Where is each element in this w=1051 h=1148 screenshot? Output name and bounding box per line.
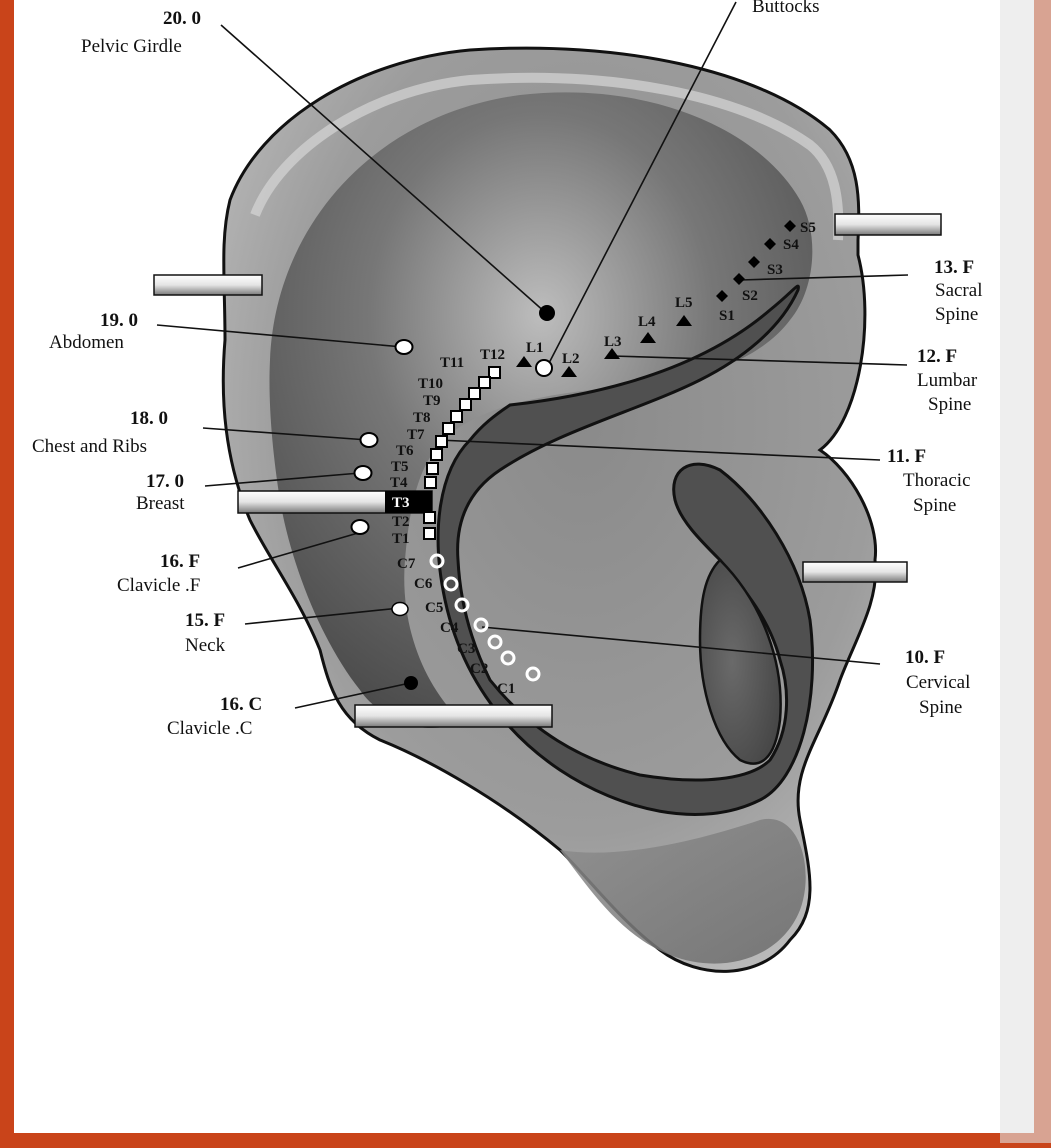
vertebra-label-l4: L4: [638, 314, 656, 330]
vertebra-label-t10: T10: [418, 376, 443, 392]
sacral-spine-number: 13. F: [934, 257, 974, 278]
vertebra-label-t5: T5: [391, 459, 409, 475]
chest-ribs-number: 18. 0: [130, 408, 168, 429]
vertebra-label-c1: C1: [497, 681, 515, 697]
abdomen-number: 19. 0: [100, 310, 138, 331]
vertebra-label-c7: C7: [397, 556, 416, 572]
vertebra-label-l5: L5: [675, 295, 693, 311]
vertebra-label-t6: T6: [396, 443, 414, 459]
vertebra-label-s5: S5: [800, 220, 816, 236]
clavicle-c-point: [404, 676, 418, 690]
clavicle-f-point: [352, 520, 369, 534]
vertebra-label-c5: C5: [425, 600, 443, 616]
pelvic-girdle-label: Pelvic Girdle: [81, 36, 182, 57]
vertebra-label-t2: T2: [392, 514, 410, 530]
vertebra-label-c2: C2: [470, 661, 488, 677]
thoracic-spine-label-1: Thoracic: [903, 470, 971, 491]
chest-ribs-point: [361, 433, 378, 447]
vertebra-label-t7: T7: [407, 427, 425, 443]
vertebra-label-s1: S1: [719, 308, 735, 324]
abdomen-point: [396, 340, 413, 354]
pelvic-girdle-number: 20. 0: [163, 8, 201, 29]
pelvic-girdle-point: [539, 305, 555, 321]
clavicle-f-number: 16. F: [160, 551, 200, 572]
vertebra-label-l2: L2: [562, 351, 580, 367]
clavicle-c-label: Clavicle .C: [167, 718, 252, 739]
clavicle-f-label: Clavicle .F: [117, 575, 200, 596]
vertebra-label-c3: C3: [457, 641, 475, 657]
breast-label: Breast: [136, 493, 185, 514]
lumbar-spine-number: 12. F: [917, 346, 957, 367]
neck-number: 15. F: [185, 610, 225, 631]
vertebra-label-t11: T11: [440, 355, 464, 371]
neck-point: [392, 603, 408, 616]
cervical-spine-label-1: Cervical: [906, 672, 970, 693]
vertebra-label-s3: S3: [767, 262, 783, 278]
buttocks-label: Buttocks: [752, 0, 820, 17]
chest-ribs-label: Chest and Ribs: [32, 436, 147, 457]
cervical-spine-number: 10. F: [905, 647, 945, 668]
vertebra-label-s4: S4: [783, 237, 799, 253]
lumbar-spine-label-2: Spine: [928, 394, 971, 415]
breast-point: [355, 466, 372, 480]
vertebra-label-l3: L3: [604, 334, 622, 350]
pin-middle-right: [803, 562, 907, 582]
sacral-spine-label-2: Spine: [935, 304, 978, 325]
vertebra-label-t9: T9: [423, 393, 441, 409]
vertebra-label-c6: C6: [414, 576, 433, 592]
buttocks-point: [536, 360, 552, 376]
vertebra-label-t12: T12: [480, 347, 505, 363]
vertebra-label-s2: S2: [742, 288, 758, 304]
abdomen-label: Abdomen: [49, 332, 124, 353]
page-edge-shadow: [1000, 0, 1051, 1143]
cervical-spine-label-2: Spine: [919, 697, 962, 718]
pin-top-right: [835, 214, 941, 235]
vertebra-label-t3: T3: [392, 495, 410, 511]
breast-number: 17. 0: [146, 471, 184, 492]
vertebra-label-t1: T1: [392, 531, 410, 547]
pin-upper-left: [154, 275, 262, 295]
vertebra-label-c4: C4: [440, 620, 459, 636]
sacral-spine-label-1: Sacral: [935, 280, 982, 301]
lumbar-spine-label-1: Lumbar: [917, 370, 978, 391]
neck-label: Neck: [185, 635, 226, 656]
pin-lower-left: [355, 705, 552, 727]
clavicle-c-number: 16. C: [220, 694, 262, 715]
vertebra-label-l1: L1: [526, 340, 544, 356]
thoracic-spine-number: 11. F: [887, 446, 926, 467]
vertebra-label-t4: T4: [390, 475, 408, 491]
thoracic-spine-label-2: Spine: [913, 495, 956, 516]
vertebra-label-t8: T8: [413, 410, 431, 426]
